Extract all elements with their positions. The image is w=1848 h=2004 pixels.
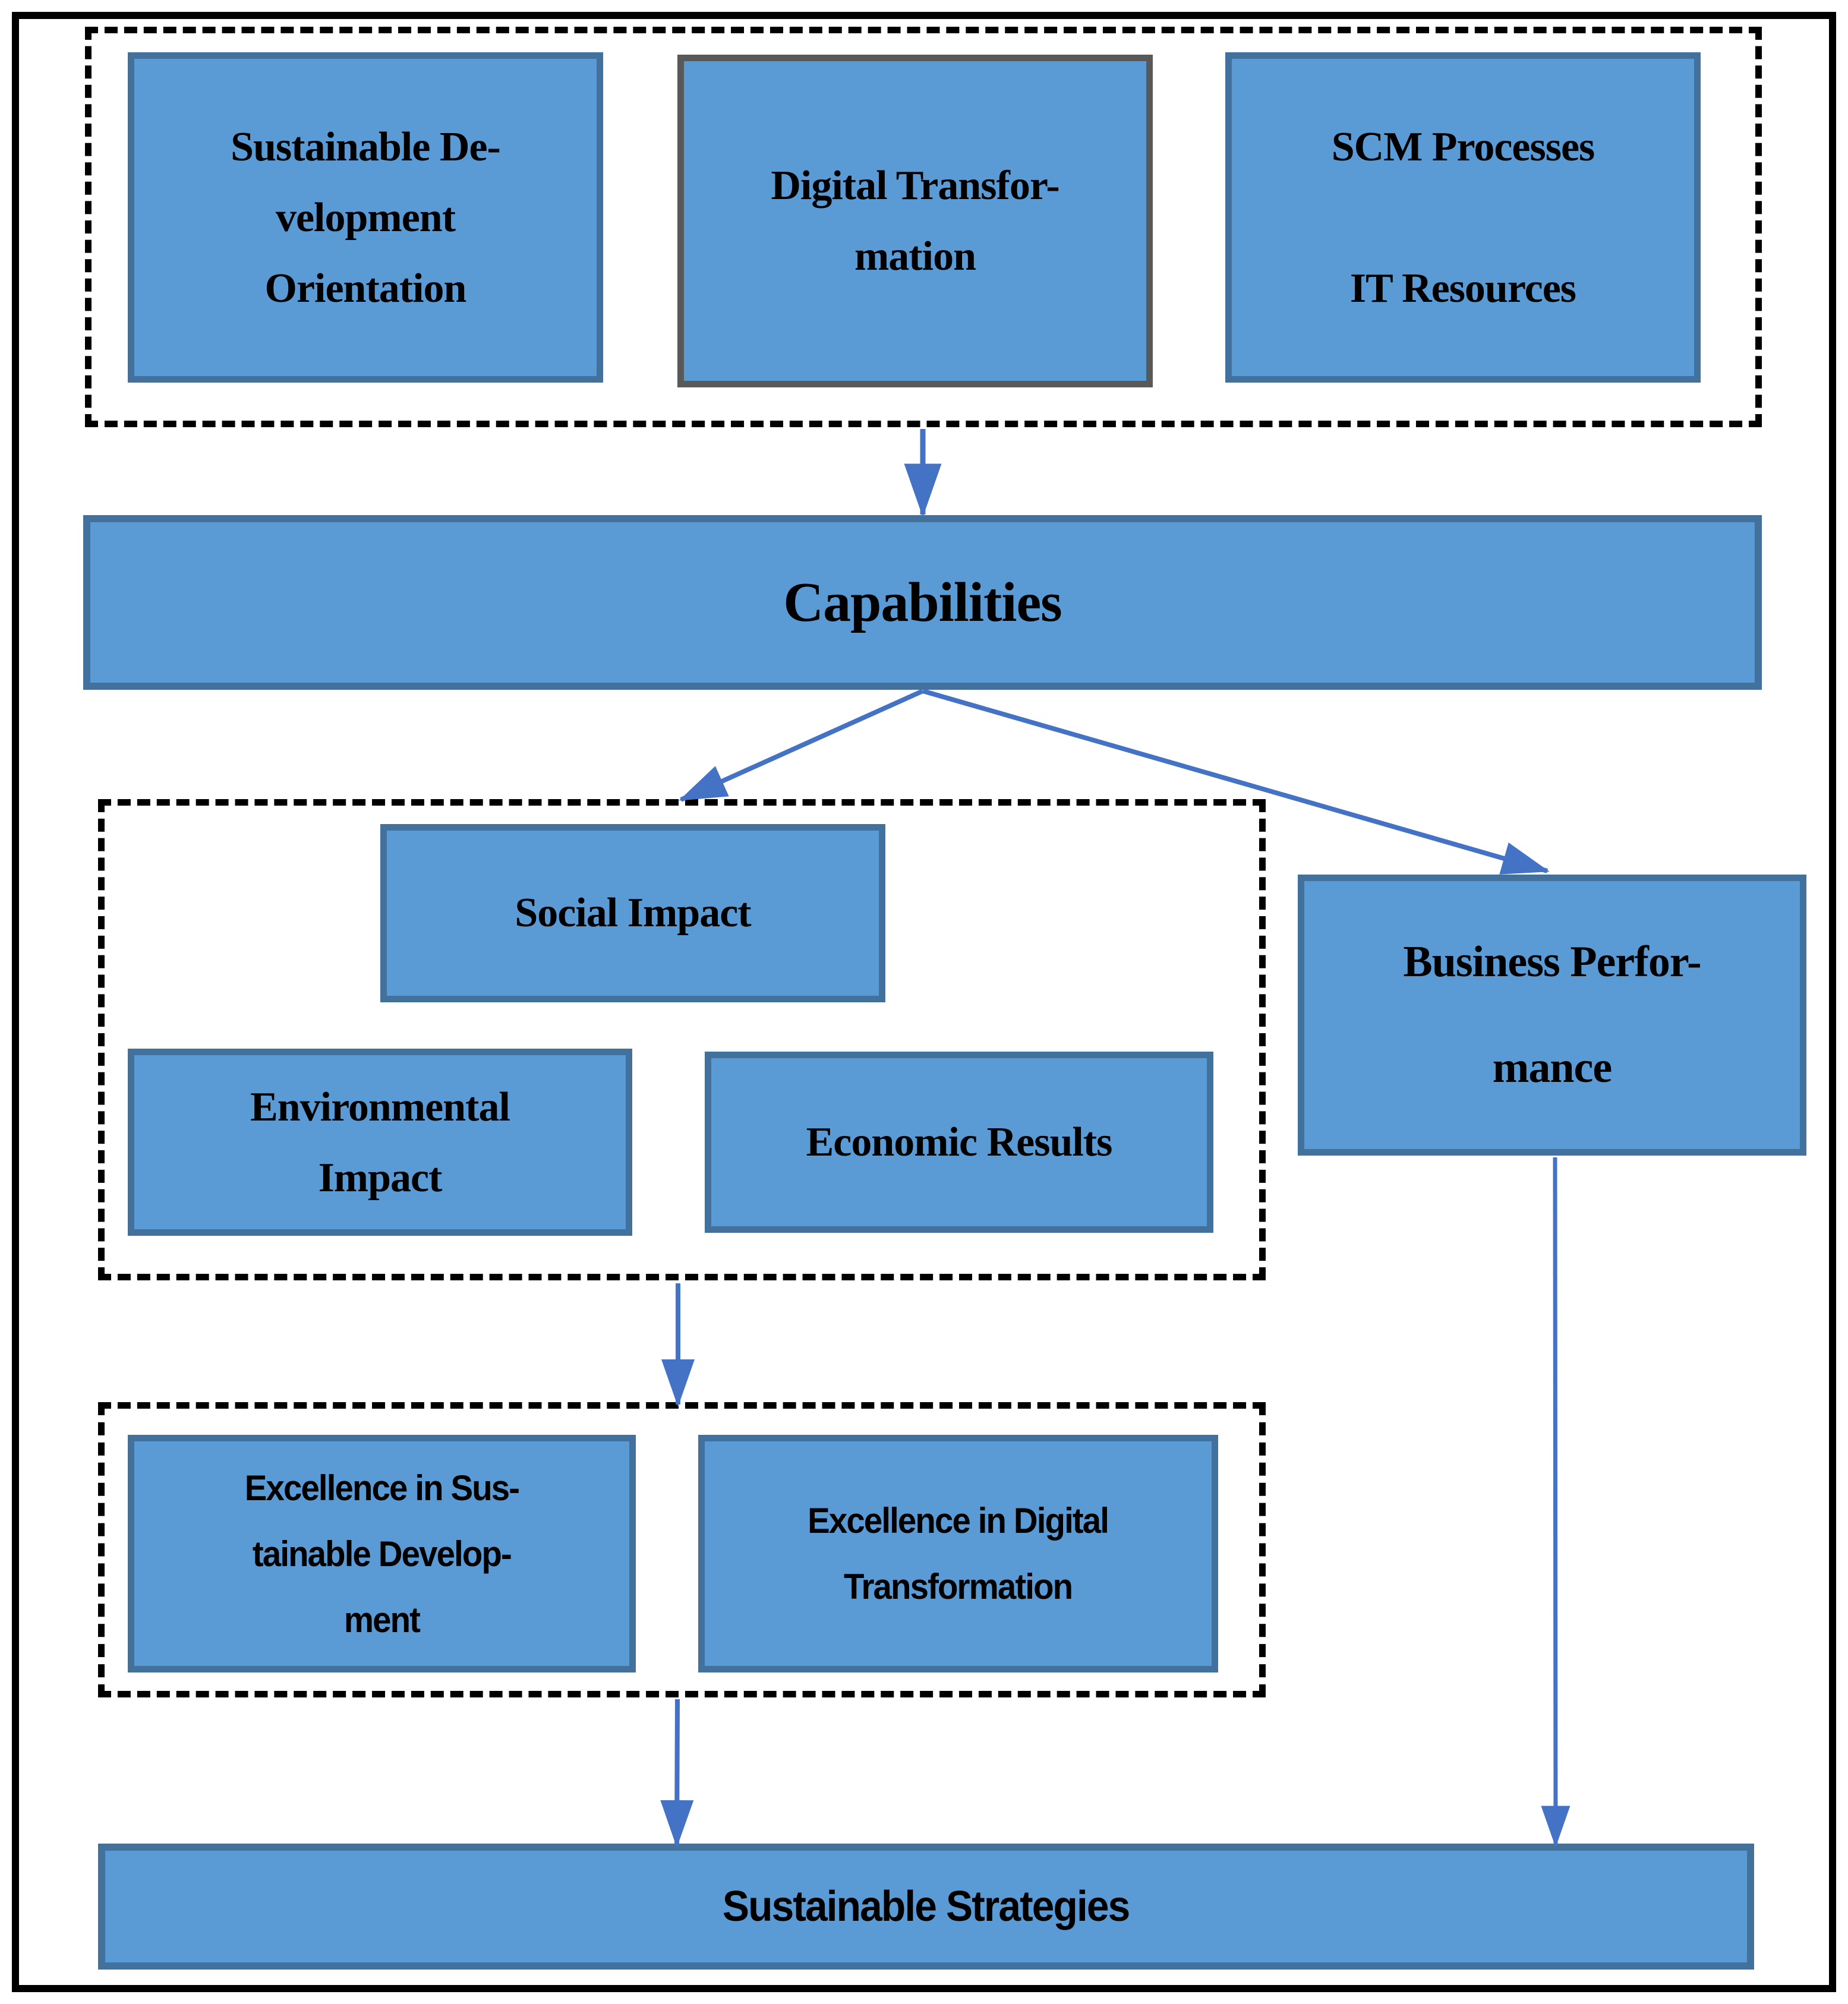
box-excellence-sustainable-development: Excellence in Sus- tainable Develop- men…: [128, 1435, 636, 1672]
box-economic-results: Economic Results: [705, 1052, 1213, 1233]
box-excellence-digital-transformation-label: Excellence in Digital Transformation: [808, 1501, 1110, 1607]
box-social-impact: Social Impact: [380, 824, 885, 1002]
outer-border: [12, 12, 1836, 1992]
sustainable-strategies-bar: Sustainable Strategies: [98, 1844, 1754, 1970]
box-business-performance: Business Perfor- mance: [1298, 875, 1806, 1156]
box-scm-processes-it-resources-label: SCM Processes IT Resources: [1331, 124, 1595, 311]
box-digital-transformation-label: Digital Transfor- mation: [771, 163, 1059, 279]
arrow-capabilities-to-impacts: [679, 689, 924, 802]
box-excellence-sustainable-development-label: Excellence in Sus- tainable Develop- men…: [244, 1468, 520, 1640]
impacts-dashed-group: [98, 799, 1266, 1280]
arrow-capabilities-to-business-performance: [922, 689, 1550, 875]
box-environmental-impact: Environmental Impact: [128, 1049, 632, 1236]
box-environmental-impact-label: Environmental Impact: [250, 1084, 510, 1201]
sustainable-strategies-label: Sustainable Strategies: [723, 1883, 1130, 1930]
box-sustainable-development-orientation-label: Sustainable De- velopment Orientation: [231, 124, 501, 311]
box-excellence-digital-transformation: Excellence in Digital Transformation: [698, 1435, 1218, 1672]
box-economic-results-label: Economic Results: [806, 1119, 1113, 1165]
box-digital-transformation: Digital Transfor- mation: [677, 55, 1153, 387]
capabilities-label: Capabilities: [783, 572, 1062, 633]
box-business-performance-label: Business Perfor- mance: [1403, 937, 1701, 1092]
box-scm-processes-it-resources: SCM Processes IT Resources: [1225, 52, 1701, 383]
arrow-business-performance-to-strategies: [1541, 1157, 1571, 1848]
capabilities-bar: Capabilities: [83, 515, 1762, 690]
box-sustainable-development-orientation: Sustainable De- velopment Orientation: [128, 52, 603, 383]
antecedents-dashed-group: [85, 27, 1762, 427]
box-social-impact-label: Social Impact: [515, 890, 751, 936]
